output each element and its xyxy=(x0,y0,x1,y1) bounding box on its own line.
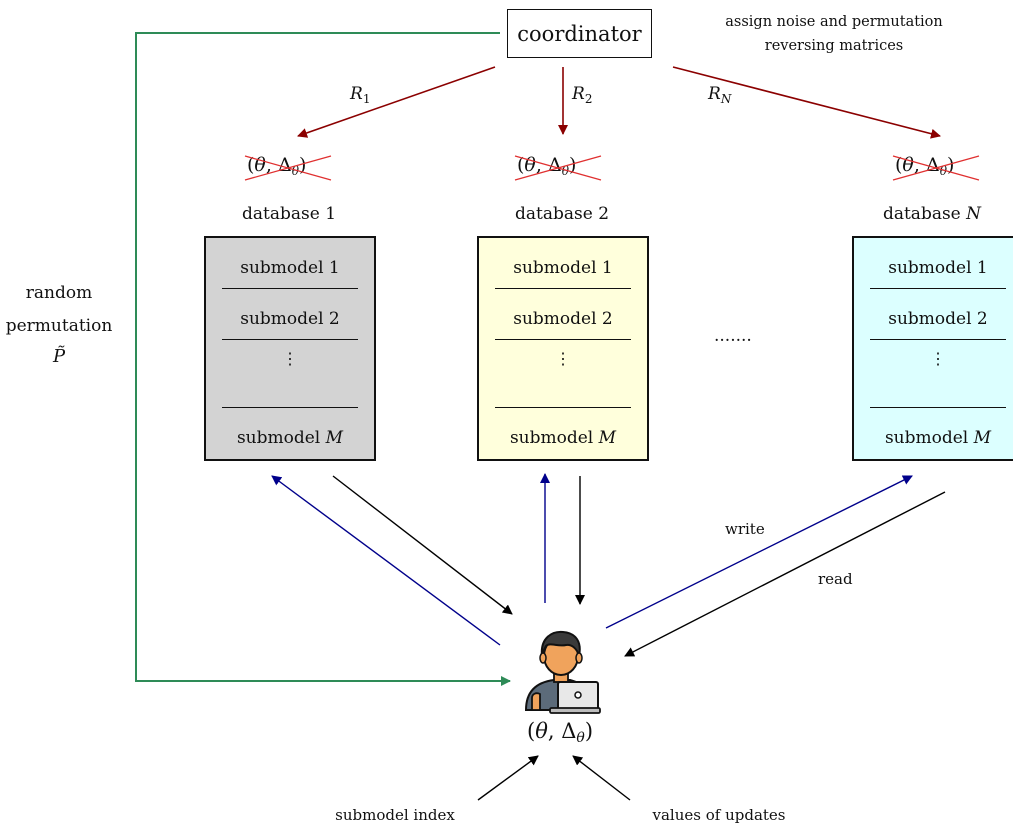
row-divider xyxy=(495,407,631,408)
submodel-m: submodel M xyxy=(884,428,992,448)
crossed-tuple-db2: (θ, Δθ) xyxy=(514,154,602,181)
row-divider xyxy=(495,339,631,340)
coordinator-box: coordinator xyxy=(507,9,652,58)
database-1-label: database 1 xyxy=(241,204,337,224)
user-tuple: (θ, Δθ) xyxy=(526,719,594,746)
permutation-path xyxy=(135,32,511,686)
database-n-box: submodel 1 submodel 2 ⋮ submodel M xyxy=(852,236,1013,461)
arrow-r1 xyxy=(297,66,496,138)
values-of-updates-label: values of updates xyxy=(652,806,786,824)
vertical-ellipsis: ⋮ xyxy=(555,349,571,368)
write-label: write xyxy=(725,520,765,538)
label-rn: RN xyxy=(708,84,732,106)
cross-out-mark xyxy=(244,155,332,181)
read-label: read xyxy=(818,570,853,588)
database-2-label: database 2 xyxy=(514,204,610,224)
arrow-rn xyxy=(672,66,941,139)
row-divider xyxy=(222,407,358,408)
read-arrow-db1 xyxy=(332,475,513,615)
label-r2: R2 xyxy=(572,84,593,106)
read-arrow-dbn xyxy=(624,491,946,657)
database-n-label: database N xyxy=(882,204,982,224)
crossed-tuple-dbn: (θ, Δθ) xyxy=(892,154,980,181)
cross-out-mark xyxy=(892,155,980,181)
coordinator-note-line2: reversing matrices xyxy=(764,38,904,54)
vertical-ellipsis: ⋮ xyxy=(930,349,946,368)
label-r1: R1 xyxy=(350,84,371,106)
input-arrow-values-of-updates xyxy=(572,755,631,801)
write-arrow-dbn xyxy=(605,475,913,629)
permutation-symbol: P̃ xyxy=(52,346,66,367)
submodel-index-label: submodel index xyxy=(335,806,455,824)
cross-out-mark xyxy=(514,155,602,181)
row-divider xyxy=(222,339,358,340)
submodel-1: submodel 1 xyxy=(888,258,988,278)
submodel-2: submodel 2 xyxy=(513,309,613,329)
write-arrow-db1 xyxy=(271,475,501,646)
submodel-m: submodel M xyxy=(509,428,617,448)
crossed-tuple-db1: (θ, Δθ) xyxy=(244,154,332,181)
submodel-m: submodel M xyxy=(236,428,344,448)
database-ellipsis: ....... xyxy=(714,326,752,346)
coordinator-label: coordinator xyxy=(517,21,642,46)
coordinator-note-line1: assign noise and permutation xyxy=(725,14,943,30)
row-divider xyxy=(870,339,1006,340)
row-divider xyxy=(870,407,1006,408)
submodel-2: submodel 2 xyxy=(888,309,988,329)
submodel-2: submodel 2 xyxy=(240,309,340,329)
row-divider xyxy=(870,288,1006,289)
database-2-box: submodel 1 submodel 2 ⋮ submodel M xyxy=(477,236,649,461)
user-with-laptop-icon xyxy=(522,628,602,718)
row-divider xyxy=(495,288,631,289)
row-divider xyxy=(222,288,358,289)
submodel-1: submodel 1 xyxy=(240,258,340,278)
input-arrow-submodel-index xyxy=(477,755,539,801)
database-1-box: submodel 1 submodel 2 ⋮ submodel M xyxy=(204,236,376,461)
permutation-label-line1: random xyxy=(25,283,93,303)
permutation-label-line2: permutation xyxy=(5,316,113,336)
submodel-1: submodel 1 xyxy=(513,258,613,278)
vertical-ellipsis: ⋮ xyxy=(282,349,298,368)
